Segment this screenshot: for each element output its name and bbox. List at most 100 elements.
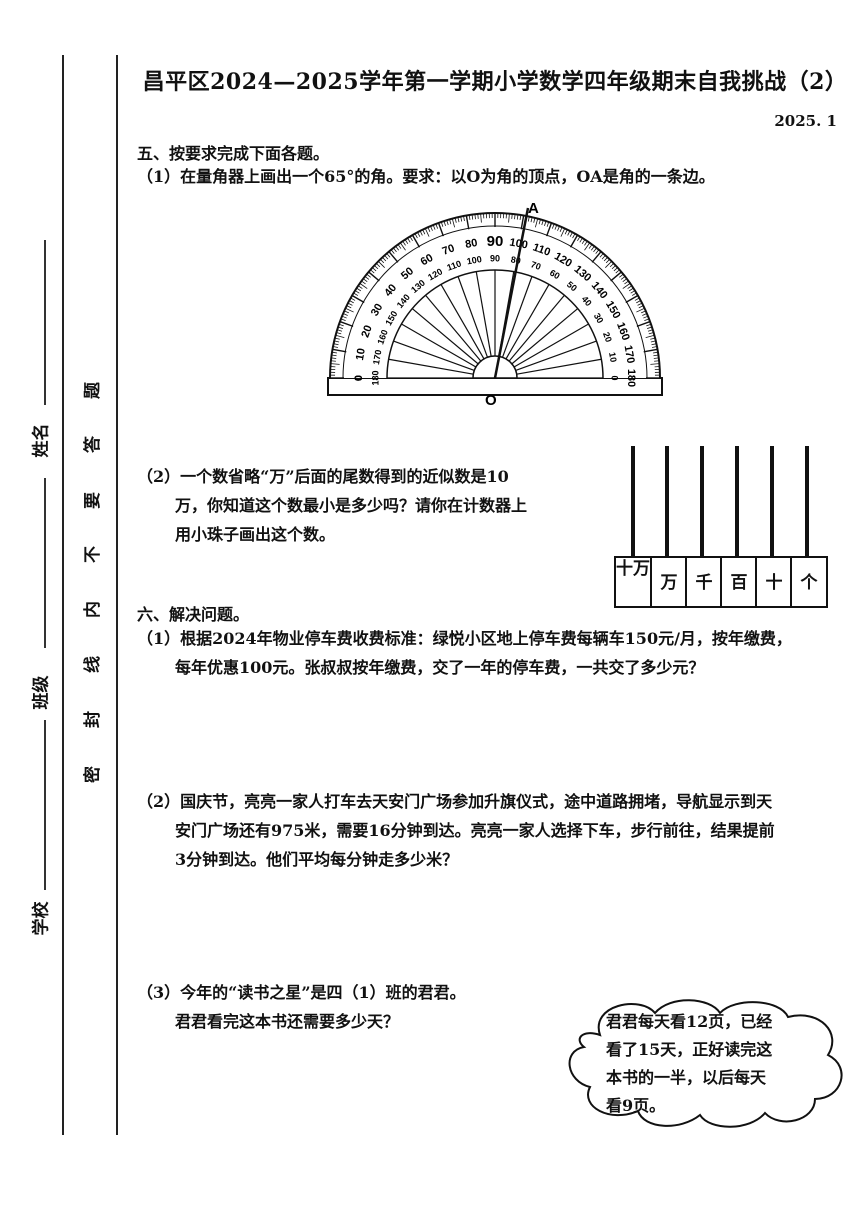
protractor-tick [599,253,604,258]
q-text-line1: 一个数省略“万”后面的尾数得到的近似数是10 [180,467,509,486]
protractor-tick [622,278,628,283]
protractor-tick [370,269,375,274]
protractor-tick [362,278,368,283]
protractor-radial-line [475,271,492,357]
page-title: 昌平区2024—2025学年第一学期小学数学四年级期末自我挑战（2） [142,69,848,95]
protractor-tick [376,263,381,268]
protractor-tick [653,357,659,359]
protractor-tick [610,271,622,282]
protractor-tick [520,215,525,230]
protractor-tick [652,351,659,354]
abacus-label-one: 个 [800,573,818,593]
protractor-outer-label: 30 [369,302,386,319]
protractor-tick [514,214,516,220]
protractor-tick [557,225,560,231]
abacus-rod[interactable] [665,446,669,558]
abacus-divider [685,556,687,608]
abacus-rod[interactable] [735,446,739,558]
protractor-tick [468,214,471,221]
cloud-line: 本书的一半，以后每天 [606,1068,767,1087]
binding-line-inner [116,55,118,1135]
protractor-tick [463,215,465,222]
abacus-rod[interactable] [700,446,704,558]
protractor-outer-label: 0 [353,375,365,381]
protractor-tick [650,337,656,340]
class-label: 班级 [31,675,52,710]
protractor-tick [372,267,377,272]
protractor-tick [569,232,573,237]
abacus-rod[interactable] [805,446,809,558]
abacus-rod[interactable] [631,446,635,558]
protractor-tick [601,255,606,260]
cloud-text: 君君每天看12页，已经 看了15天，正好读完这 本书的一半，以后每天 看9页。 [606,1008,792,1120]
protractor-radial-line [457,276,489,358]
q-text: 在量角器上画出一个65°的角。要求：以O为角的顶点，OA是角的一条边。 [180,167,715,186]
protractor-tick [460,216,463,222]
protractor-tick [508,213,510,223]
protractor-tick [641,310,646,314]
protractor-outer-label: 0 [353,375,365,381]
protractor-tick [432,224,436,230]
protractor-tick [440,221,444,227]
protractor-outer-label: 80 [464,237,478,251]
protractor-tick [417,232,421,237]
protractor-tick [530,217,533,223]
seal-char-4: 不 [83,546,103,563]
protractor-tick [407,237,411,243]
protractor-radial-line [515,340,597,372]
protractor-radial-line [513,323,589,368]
protractor-inner-label: 110 [446,258,463,272]
protractor-tick [625,294,639,304]
seal-char-6: 线 [83,656,103,673]
protractor-tick [471,214,474,220]
q-number: （1） [137,629,181,648]
name-label: 姓名 [31,423,52,458]
protractor-tick [331,357,337,359]
protractor-tick [443,220,446,226]
protractor-tick [359,283,368,289]
abacus-divider [790,556,792,608]
protractor-radial-line [425,294,482,362]
protractor-inner-label: 30 [592,311,606,325]
protractor-tick [378,261,385,268]
abacus-label-hundred-thousand: 十万 [616,559,650,579]
protractor-outer-label: 170 [622,344,637,364]
q-text-line1: 今年的“读书之星”是四（1）班的君君。 [180,983,466,1002]
protractor-tick [346,305,352,309]
protractor-tick [349,300,354,304]
protractor-inner-label: 160 [375,328,390,346]
protractor-tick [422,229,426,235]
school-label: 学校 [31,901,52,936]
q-text-line2: 安门广场还有975米，需要16分钟到达。亮亮一家人选择下车，步行前往，结果提前 [175,821,775,840]
protractor-tick [579,237,583,243]
protractor-tick [638,305,644,309]
seal-char-5: 内 [83,601,103,618]
protractor-inner-label: 100 [466,254,483,266]
protractor-tick [340,318,346,322]
seal-char-1: 题 [83,382,103,399]
abacus-rod[interactable] [770,446,774,558]
abacus-label-thousand: 千 [695,573,713,593]
abacus[interactable]: 十万 万 千 百 十 个 [614,446,828,608]
protractor-tick [654,360,660,362]
protractor-tick [541,220,544,226]
protractor-outer-label: 20 [359,324,374,340]
protractor-radial-line [401,323,477,368]
protractor-tick [386,253,391,258]
protractor-tick [533,217,536,223]
protractor-tick [335,334,345,339]
protractor-tick [631,292,637,296]
protractor-inner-label: 40 [580,294,594,308]
protractor-outer-label: 70 [441,242,457,257]
name-blank-2 [44,478,46,648]
protractor-tick [353,292,359,296]
protractor-tick [351,294,365,304]
protractor-tick [384,255,389,260]
point-o-label: O [485,392,497,409]
section6-q1: （1）根据2024年物业停车费收费标准：绿悦小区地上停车费每辆车150元/月，按… [137,624,857,682]
protractor-tick [516,214,519,220]
abacus-divider [650,556,652,608]
protractor-tick [619,273,624,278]
protractor-tick [620,276,626,280]
